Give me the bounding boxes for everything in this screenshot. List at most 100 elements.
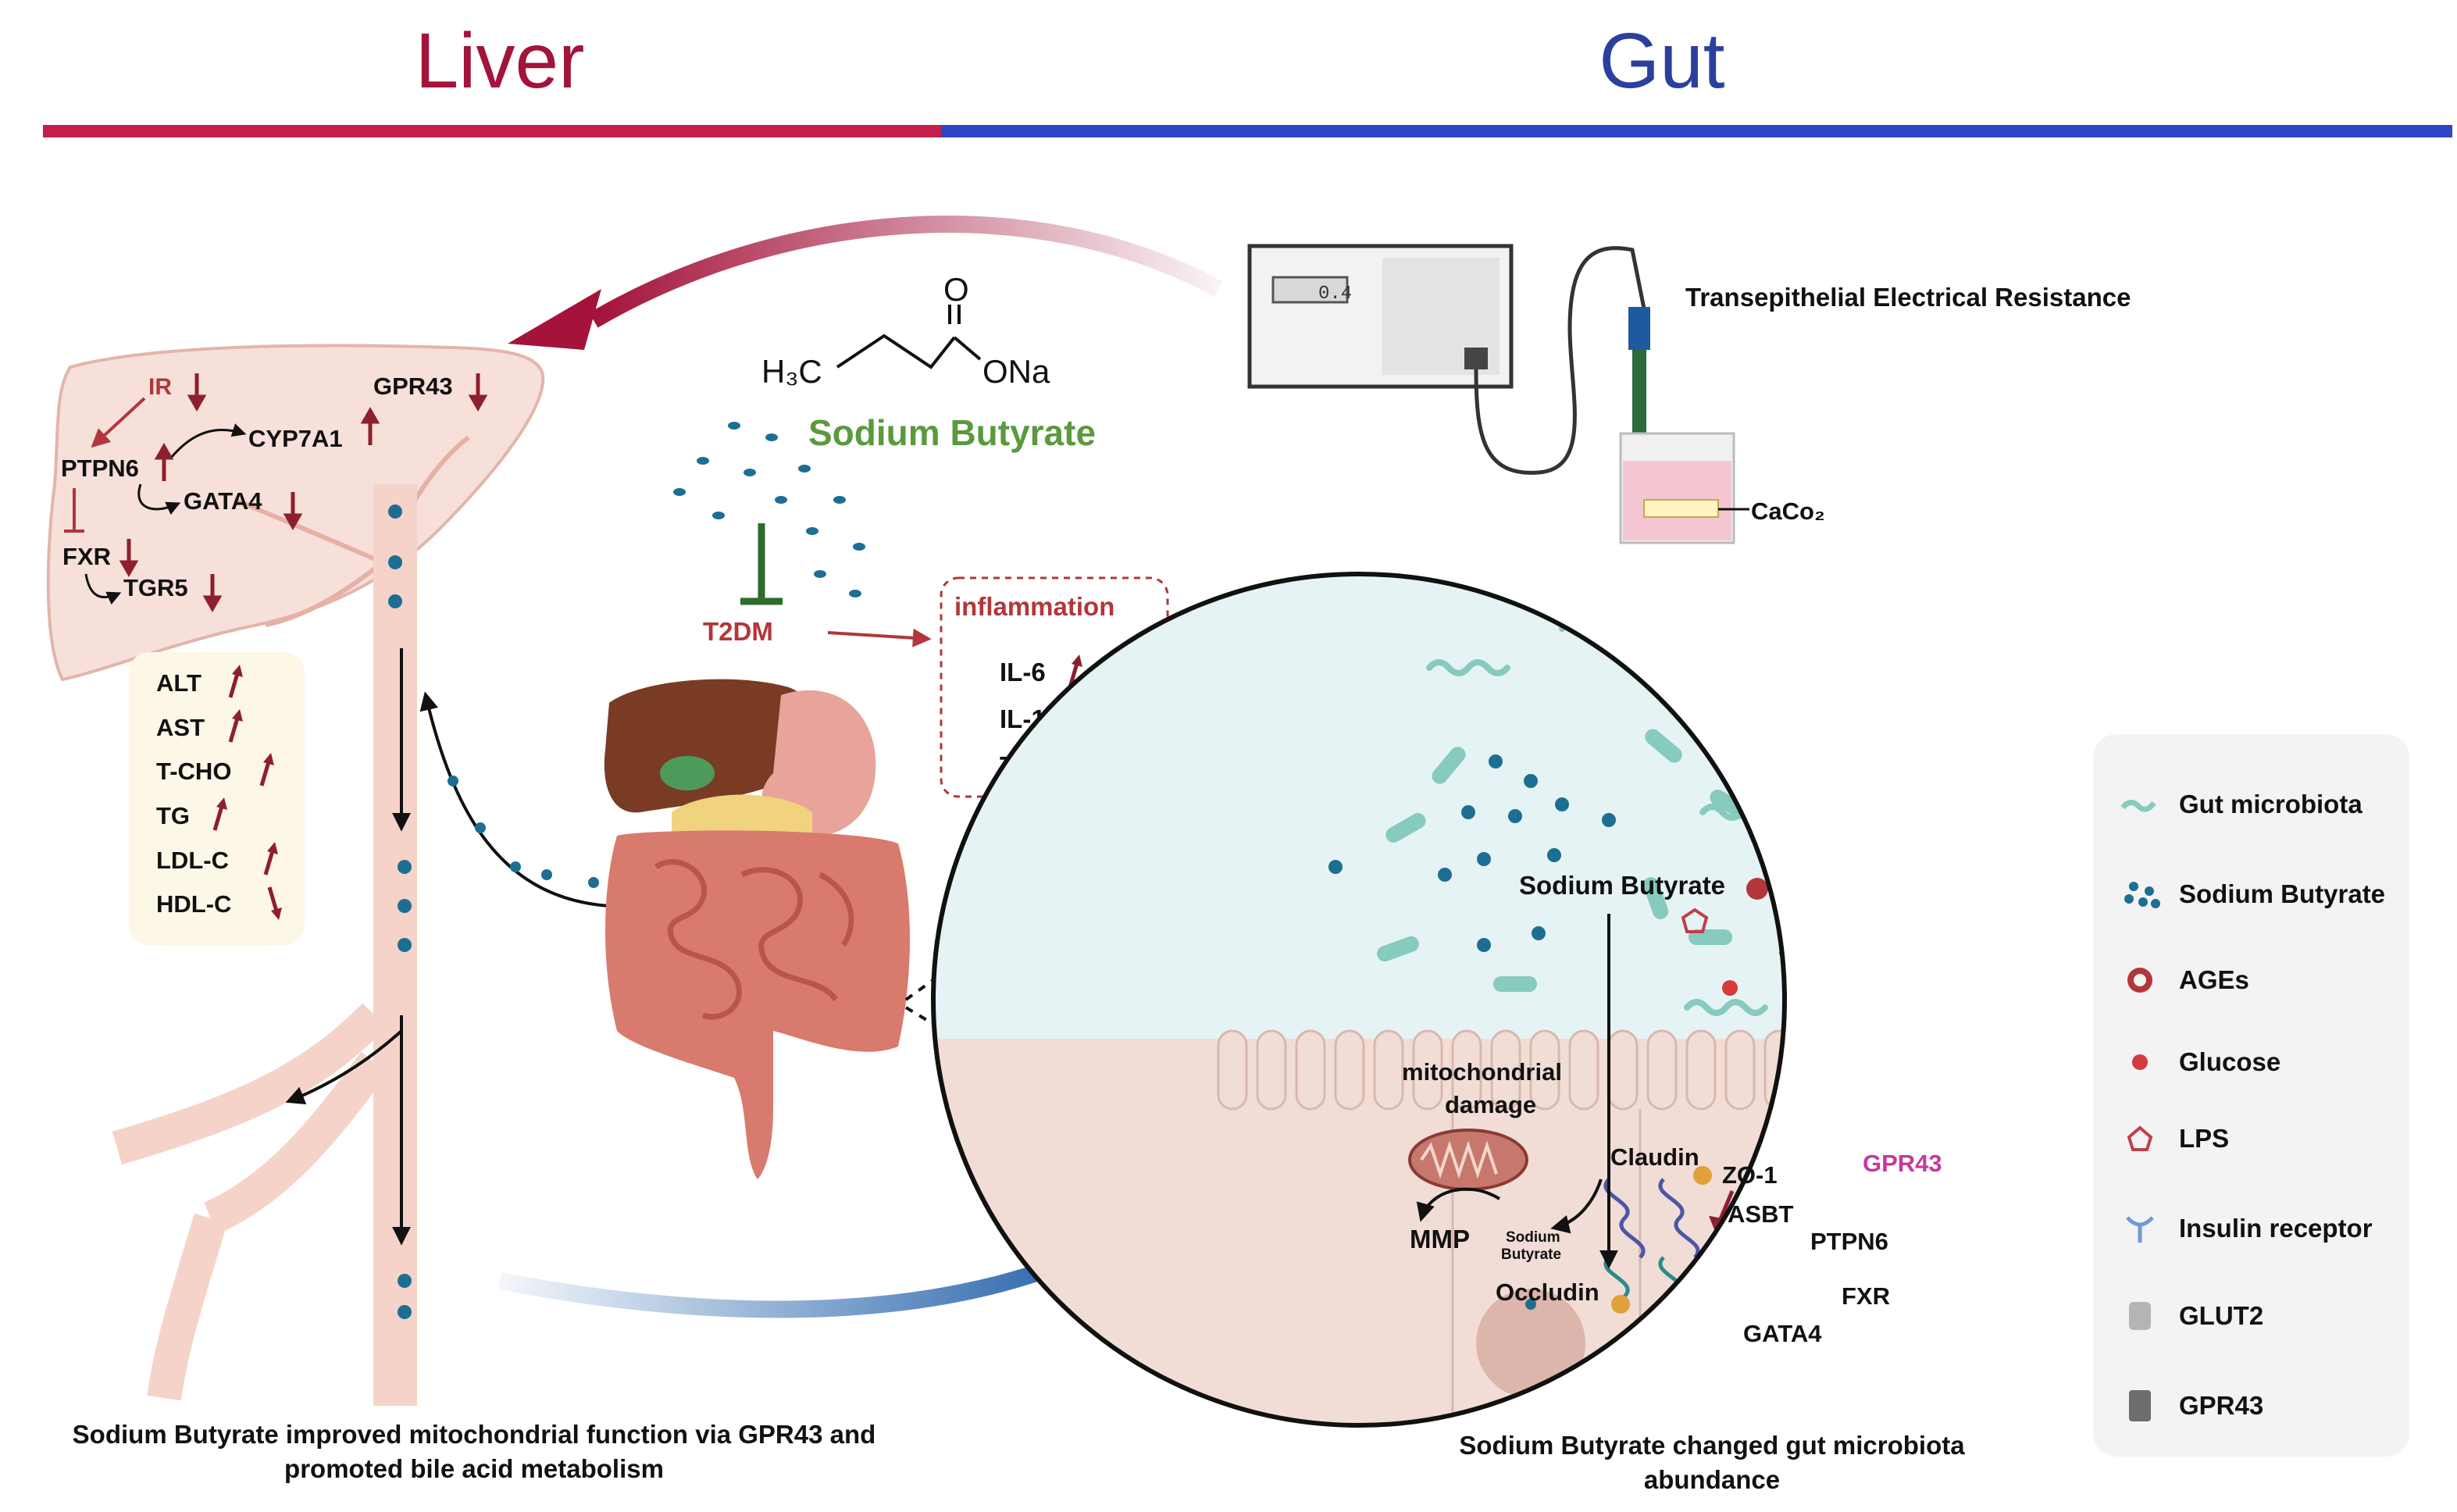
serum-marker-label: ALT (156, 669, 201, 697)
regulation-arrow (267, 886, 282, 920)
legend-label: LPS (2179, 1124, 2229, 1153)
intestine-to-vessel-arrow (419, 691, 610, 908)
gut-header-bar (941, 125, 2452, 137)
liver-gata4-label: GATA4 (184, 487, 262, 515)
legend-label: Glucose (2179, 1047, 2280, 1076)
gut-gata4-label: GATA4 (1743, 1320, 1822, 1347)
zo1-protein (1693, 1166, 1712, 1185)
legend-label: Insulin receptor (2179, 1214, 2373, 1243)
regulation-arrow (263, 842, 278, 875)
vessel-butyrate-dots (388, 505, 412, 1319)
gut-ptpn6-label: PTPN6 (1810, 1228, 1888, 1255)
vein-branch-left (112, 1003, 389, 1401)
regulation-arrow (259, 753, 274, 786)
ptpn6-to-cyp7a1-arrow (170, 423, 247, 458)
butyrate-structure (836, 305, 982, 369)
zo1-protein-3 (1693, 1295, 1712, 1314)
microbiota-icon (2120, 800, 2156, 812)
mito-damage-label-2: damage (1445, 1091, 1536, 1118)
insulin-receptor-icon (2126, 1216, 2154, 1243)
liver-caption-line-2: promoted bile acid metabolism (284, 1454, 664, 1483)
legend-label: GPR43 (2179, 1391, 2263, 1420)
molecule-oxygen: O (943, 271, 969, 308)
liver-gpr43-label: GPR43 (373, 373, 453, 400)
liver-illustration (46, 344, 545, 682)
glucose-icon (2132, 1054, 2148, 1070)
liver-title: Liver (415, 17, 585, 105)
teer-cable (1474, 246, 1646, 475)
lps-icon (2127, 1125, 2153, 1151)
liver-regulation-arrows (119, 373, 488, 613)
butyrate-dots-icon (2124, 882, 2160, 908)
small-butyrate-label-2: Butyrate (1501, 1246, 1561, 1263)
legend-label: Sodium Butyrate (2179, 879, 2385, 908)
teer-label: Transepithelial Electrical Resistance (1685, 283, 2131, 312)
gut-circle-content (933, 574, 1859, 1425)
butyrate-spray-dots (673, 422, 865, 597)
lumen-butyrate-dots (1328, 754, 1616, 1310)
regulation-arrow (228, 665, 243, 698)
absorbed-butyrate-dots (448, 776, 599, 888)
ages-shapes (1746, 878, 1768, 900)
mito-to-mmp-arrow (1416, 1187, 1501, 1222)
molecule-h3c: H₃C (761, 353, 822, 390)
sodium-butyrate-title: Sodium Butyrate (808, 412, 1096, 453)
liver-fxr-label: FXR (62, 543, 111, 570)
serum-marker-label: HDL-C (156, 890, 231, 918)
gut-butyrate-label: Sodium Butyrate (1519, 871, 1725, 900)
liver-ptpn6-label: PTPN6 (61, 455, 139, 482)
legend-label: GLUT2 (2179, 1301, 2263, 1330)
mmp-label: MMP (1410, 1225, 1470, 1253)
inflammation-box (940, 576, 1169, 798)
intestinal-villi (1217, 1029, 1785, 1425)
gut-to-liver-arrowhead (508, 289, 601, 350)
zo1-label: ZO-1 (1722, 1161, 1778, 1189)
glut2-icon (2129, 1302, 2151, 1330)
liver-header-bar (43, 125, 941, 137)
gut-caption-line-1: Sodium Butyrate changed gut microbiota (1459, 1431, 1965, 1460)
gut-to-liver-arrow (589, 216, 1223, 328)
asbt-to-ptpn6-arrow (1788, 1206, 1859, 1218)
liver-cyp7a1-label: CYP7A1 (248, 425, 343, 452)
asbt-label: ASBT (1728, 1200, 1793, 1228)
serum-marker-label: T-CHO (156, 758, 231, 785)
gut-magnified-circle (931, 572, 1787, 1428)
gi-tract-illustration (604, 679, 910, 1179)
inflammation-title: inflammation (954, 592, 1114, 621)
legend-label: Gut microbiota (2179, 790, 2362, 818)
serum-panel (129, 652, 305, 945)
t2dm-to-inflammation-arrow (827, 628, 932, 647)
regulation-arrow (212, 797, 227, 831)
liver-ir-label: IR (148, 374, 172, 400)
legend-panel (2093, 734, 2409, 1457)
ir-to-ptpn6-arrow (91, 397, 146, 448)
mitochondrion (1408, 1129, 1528, 1191)
ptpn6-fxr-inhibit (64, 488, 84, 533)
gpr43-icon (2129, 1390, 2151, 1421)
ptpn6-to-gata4-arrow (137, 483, 181, 515)
claudin-label: Claudin (1610, 1143, 1699, 1171)
gut-title: Gut (1599, 17, 1724, 105)
fxr-to-tgr5-arrow (84, 573, 122, 605)
mitochondrion-cristae (1420, 1140, 1498, 1179)
regulation-arrow (228, 709, 243, 743)
teer-electrode (1628, 307, 1650, 350)
t2dm-label: T2DM (703, 617, 773, 646)
legend-label: AGEs (2179, 965, 2249, 994)
occludin-label: Occludin (1496, 1278, 1599, 1306)
teer-display (1271, 276, 1349, 304)
gut-fxr-label: FXR (1842, 1282, 1890, 1310)
teer-insert (1643, 499, 1719, 518)
teer-port (1464, 348, 1488, 369)
serum-marker-label: LDL-C (156, 847, 229, 874)
butyrate-inhibits-t2dm (740, 523, 783, 605)
teer-display-value: 0.4 (1318, 284, 1352, 305)
molecule-ona: ONa (982, 353, 1050, 390)
branch-arrow (285, 1029, 403, 1105)
caco2-label: CaCo₂ (1751, 497, 1825, 525)
liver-caption-line-1: Sodium Butyrate improved mitochondrial f… (73, 1420, 876, 1449)
